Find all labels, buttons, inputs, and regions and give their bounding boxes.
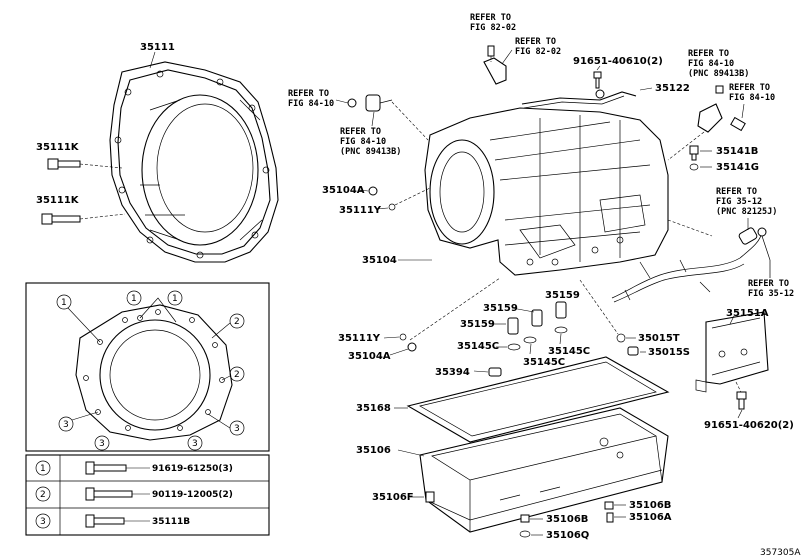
- gasket-35168: [406, 356, 670, 443]
- bolt-35106a: [606, 512, 614, 523]
- ref-35-12-pnc-line1: REFER TO: [716, 187, 757, 197]
- legend-num-3: 3: [40, 517, 46, 527]
- label-35145c-a: 35145C: [457, 341, 499, 352]
- inset-callout-3a: 3: [63, 420, 69, 430]
- label-35106: 35106: [356, 445, 391, 456]
- ref-84-10-pnc-right-line3: (PNC 89413B): [688, 69, 749, 79]
- pipe-35122: [521, 89, 637, 109]
- ref-35-12-pnc-line2: FIG 35-12: [716, 197, 762, 207]
- label-35104a-top: 35104A: [322, 185, 365, 196]
- label-35111y-top: 35111Y: [339, 205, 382, 216]
- bolt-35111k-lower: [41, 213, 126, 225]
- diagram-id: 357305A: [760, 548, 801, 558]
- wire-harness: [611, 219, 771, 303]
- cover-plate-35151a: [695, 311, 769, 393]
- label-35015s: 35015S: [648, 347, 690, 358]
- bolt-35106b-bottom: [520, 514, 530, 523]
- ref-84-10-right-line2: FIG 84-10: [729, 93, 775, 103]
- accumulator-pistons-35159: [507, 301, 568, 351]
- plug-35104a-top: [368, 186, 378, 196]
- inset-callout-3d: 3: [192, 439, 198, 449]
- ref-35-12-line2: FIG 35-12: [748, 289, 794, 299]
- label-35145c-c: 35145C: [548, 346, 590, 357]
- legend-num-1: 1: [40, 464, 46, 474]
- bolt-35111k-upper: [47, 158, 123, 170]
- label-35159-a: 35159: [483, 303, 518, 314]
- bolt-91651-40620: [736, 391, 747, 410]
- label-35106a: 35106A: [629, 512, 672, 523]
- label-91651-40610: 91651-40610(2): [573, 56, 663, 67]
- label-35104a-bottom: 35104A: [348, 351, 391, 362]
- label-35141b: 35141B: [716, 146, 758, 157]
- label-35111k-upper: 35111K: [36, 142, 80, 153]
- drain-plug-35106f: [425, 491, 435, 503]
- inset-callout-1b: 1: [131, 294, 137, 304]
- label-35159-b: 35159: [460, 319, 495, 330]
- inset-callout-1c: 1: [172, 294, 178, 304]
- inset-callout-1a: 1: [61, 298, 67, 308]
- bell-housing-35111: [109, 61, 279, 263]
- oring-35111y-bottom: [399, 333, 407, 341]
- label-35151a: 35151A: [726, 308, 769, 319]
- legend-part-3: 35111B: [152, 517, 190, 527]
- speed-sensor-left: [347, 94, 429, 141]
- label-35111k-lower: 35111K: [36, 195, 80, 206]
- label-35106b-right: 35106B: [629, 500, 671, 511]
- inset-box: 1 1 1 2 2 3 3 3 3 1 2 3: [25, 282, 270, 536]
- label-91651-40620: 91651-40620(2): [704, 420, 794, 431]
- ref-82-02-b-line2: FIG 82-02: [515, 47, 561, 57]
- inset-callout-2a: 2: [234, 317, 240, 327]
- label-35145c-b: 35145C: [523, 357, 565, 368]
- label-35106q: 35106Q: [546, 530, 589, 541]
- legend-part-2: 90119-12005(2): [152, 490, 233, 500]
- ref-84-10-pnc-right-line2: FIG 84-10: [688, 59, 734, 69]
- plug-35104a-bottom: [407, 342, 417, 352]
- ref-82-02-a-line2: FIG 82-02: [470, 23, 516, 33]
- label-35015t: 35015T: [638, 333, 680, 344]
- inset-callout-2b: 2: [234, 370, 240, 380]
- oring-35015t: [616, 333, 626, 343]
- label-35111y-bottom: 35111Y: [338, 333, 381, 344]
- bracket-82-02: [483, 45, 507, 85]
- ref-84-10-pnc-left-line2: FIG 84-10: [340, 137, 386, 147]
- label-35394: 35394: [435, 367, 470, 378]
- ref-84-10-right-line1: REFER TO: [729, 83, 770, 93]
- filter-35394: [488, 367, 502, 377]
- ref-84-10-pnc-left-line3: (PNC 89413B): [340, 147, 401, 157]
- inset-callout-3b: 3: [234, 424, 240, 434]
- label-35141g: 35141G: [716, 162, 759, 173]
- label-35111: 35111: [140, 42, 175, 53]
- legend-part-1: 91619-61250(3): [152, 464, 233, 474]
- strainer-35015s: [627, 346, 639, 356]
- ref-35-12-pnc-line3: (PNC 82125J): [716, 207, 777, 217]
- label-35122: 35122: [655, 83, 690, 94]
- label-35106b-bottom: 35106B: [546, 514, 588, 525]
- ref-35-12-line1: REFER TO: [748, 279, 789, 289]
- ref-84-10-pnc-left-line1: REFER TO: [340, 127, 381, 137]
- bolt-35106b-right: [604, 501, 614, 510]
- bolt-35141b: [689, 145, 699, 161]
- bolt-91651-40610: [593, 71, 602, 89]
- label-35168: 35168: [356, 403, 391, 414]
- transmission-case-35104: [424, 107, 669, 276]
- legend-num-2: 2: [40, 490, 46, 500]
- oring-35111y-top: [388, 203, 396, 211]
- label-35104: 35104: [362, 255, 397, 266]
- bracket-84-10-right: [667, 85, 746, 161]
- ref-84-10-left-line2: FIG 84-10: [288, 99, 334, 109]
- ref-84-10-left-line1: REFER TO: [288, 89, 329, 99]
- ref-84-10-pnc-right-line1: REFER TO: [688, 49, 729, 59]
- ref-82-02-b-line1: REFER TO: [515, 37, 556, 47]
- inset-callout-3c: 3: [99, 439, 105, 449]
- gasket-35106q: [519, 530, 531, 538]
- washer-35141g: [689, 163, 699, 171]
- label-35106f: 35106F: [372, 492, 414, 503]
- ref-82-02-a-line1: REFER TO: [470, 13, 511, 23]
- label-35159-c: 35159: [545, 290, 580, 301]
